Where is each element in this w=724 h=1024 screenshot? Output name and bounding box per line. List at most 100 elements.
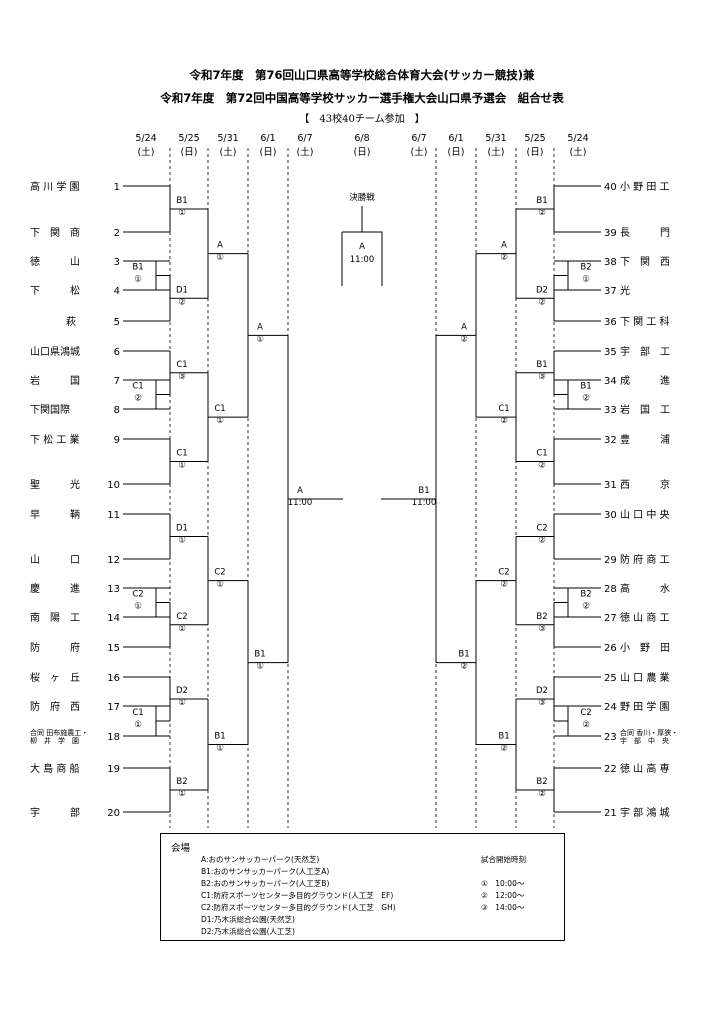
team-number: 8 [114, 405, 120, 416]
team-name: 高 川 学 園 [30, 180, 80, 193]
match-slot: ② [538, 208, 546, 218]
team-name: 宇 部 中 央 [620, 736, 669, 745]
match-venue: A [217, 241, 223, 251]
team-number: 14 [107, 613, 120, 624]
team-name: 慶 進 [30, 582, 80, 595]
match-venue: B1 [498, 732, 509, 742]
team-number: 39 [604, 228, 617, 239]
team-number: 25 [604, 673, 617, 684]
team-name: 合同 田布施農工・ [30, 728, 88, 737]
team-number: 1 [114, 182, 120, 193]
venue-line: C2:防府スポーツセンター多目的グラウンド(人工芝 GH) [201, 903, 396, 912]
team-name: 防 府 [30, 641, 80, 654]
start-time: ③ 14:00～ [481, 903, 525, 912]
match-slot: ① [134, 720, 142, 730]
match-slot: ② [500, 416, 508, 426]
day-header: (日) [448, 147, 465, 158]
match-venue: B1 [536, 196, 547, 206]
team-name: 小 野 田 工 [620, 181, 670, 193]
match-slot: ② [538, 461, 546, 471]
match-venue: B1 [254, 650, 265, 660]
venue-line: D1:乃木浜総合公園(天然芝) [201, 915, 295, 924]
match-slot: ② [538, 297, 546, 307]
participants-note: 【 43校40チーム参加 】 [299, 114, 425, 125]
venue-line: B1:おのサンサッカーパーク(人工芝A) [201, 867, 330, 876]
team-name: 宇 部 [30, 806, 80, 819]
match-slot: ② [500, 580, 508, 590]
match-venue: D1 [176, 524, 188, 534]
team-number: 27 [604, 613, 617, 624]
match-venue: C2 [132, 590, 143, 600]
final-venue: A [359, 242, 365, 252]
match-slot: ② [582, 602, 590, 612]
team-number: 19 [107, 764, 120, 775]
team-number: 40 [604, 182, 617, 193]
day-header: (日) [260, 147, 277, 158]
team-name: 下 関 西 [620, 256, 670, 268]
team-name: 徳 山 高 専 [620, 762, 670, 775]
match-venue: B1 [458, 650, 469, 660]
day-header: (日) [354, 147, 371, 158]
team-name: 豊 浦 [620, 433, 670, 446]
team-name: 長 門 [620, 227, 670, 239]
team-name: 下 松 [30, 284, 80, 297]
match-venue: C1 [214, 404, 225, 414]
team-name: 山 口 中 央 [620, 508, 670, 521]
day-header: (土) [138, 146, 155, 158]
venue-legend-title: 会場 [171, 843, 191, 854]
start-time: ① 10:00～ [481, 879, 525, 888]
team-number: 20 [107, 808, 120, 819]
match-venue: D2 [536, 686, 548, 696]
team-name: 光 [620, 284, 630, 297]
match-venue: C1 [132, 382, 143, 392]
match-slot: 11:00 [288, 498, 313, 508]
date-header: 6/7 [297, 133, 312, 144]
date-header: 6/1 [260, 133, 275, 144]
team-name: 成 進 [620, 375, 670, 387]
team-number: 33 [604, 405, 617, 416]
team-name: 合同 香川・厚狭・ [620, 728, 678, 737]
team-number: 9 [114, 435, 120, 446]
match-venue: C1 [132, 708, 143, 718]
match-slot: ② [538, 789, 546, 799]
match-venue: B1 [580, 382, 591, 392]
match-venue: C1 [536, 449, 547, 459]
team-name: 柳 井 学 園 [30, 736, 79, 745]
match-slot: ① [178, 698, 186, 708]
team-name: 高 水 [620, 582, 670, 595]
match-slot: ③ [538, 372, 546, 382]
team-number: 2 [114, 228, 120, 239]
match-venue: D2 [176, 686, 188, 696]
team-number: 26 [604, 643, 617, 654]
team-name: 下 松 工 業 [30, 433, 80, 446]
team-number: 32 [604, 435, 617, 446]
match-slot: ① [582, 275, 590, 285]
match-slot: ③ [538, 624, 546, 634]
match-venue: A [461, 322, 467, 332]
match-slot: ② [500, 744, 508, 754]
team-name: 宇 部 鴻 城 [620, 806, 670, 819]
team-number: 12 [107, 555, 120, 566]
match-venue: B2 [536, 777, 547, 787]
start-time: ② 12:00～ [481, 891, 525, 900]
match-venue: C2 [214, 568, 225, 578]
match-slot: ① [134, 602, 142, 612]
team-number: 28 [604, 584, 617, 595]
date-header: 5/31 [485, 133, 506, 144]
team-number: 6 [114, 347, 120, 358]
team-number: 37 [604, 286, 617, 297]
team-name: 小 野 田 [620, 642, 670, 654]
team-number: 10 [107, 480, 120, 491]
day-header: (日) [181, 147, 198, 158]
match-venue: C2 [498, 568, 509, 578]
match-slot: ① [256, 662, 264, 672]
final-label: 決勝戦 [349, 192, 375, 203]
title-line-1: 令和7年度 第76回山口県高等学校総合体育大会(サッカー競技)兼 [189, 68, 535, 82]
match-venue: A [501, 241, 507, 251]
venue-line: B2:おのサンサッカーパーク(人工芝B) [201, 879, 330, 888]
team-name: 早 鞆 [30, 508, 80, 521]
match-venue: C2 [536, 524, 547, 534]
day-header: (土) [488, 146, 505, 158]
team-name: 下 関 工 科 [620, 315, 670, 328]
final-box [341, 231, 383, 286]
